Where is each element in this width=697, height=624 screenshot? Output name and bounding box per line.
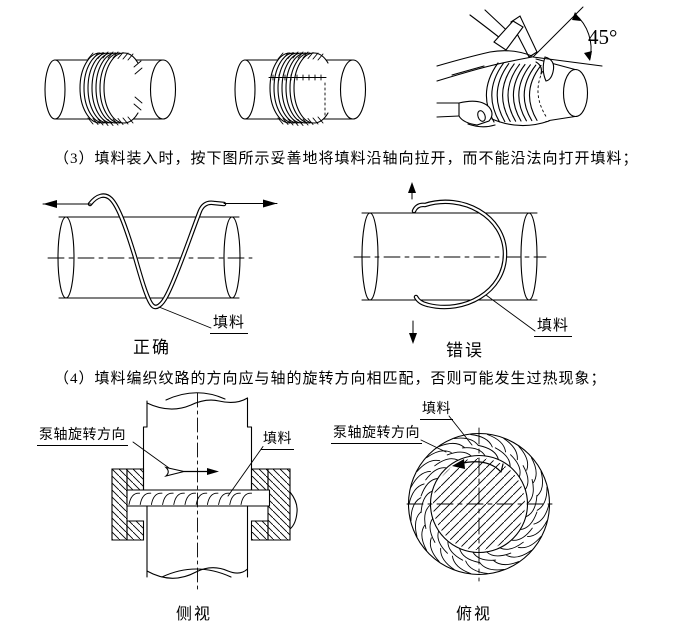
rotation-match-diagrams xyxy=(0,390,697,624)
angle-annotation: 45° xyxy=(533,7,617,66)
caption-correct: 正确 xyxy=(133,338,171,357)
packing-coil-diagrams: 45° xyxy=(0,0,617,150)
side-view-packing-label: 填料 xyxy=(261,428,294,450)
angle-value: 45° xyxy=(588,25,617,49)
side-view-rotation-label: 泵轴旋转方向 xyxy=(37,424,128,446)
caption-wrong: 错误 xyxy=(446,341,484,360)
shaft-rotation-arrow xyxy=(166,468,219,477)
top-view-packing-label: 填料 xyxy=(420,398,453,420)
axial-arrows xyxy=(43,199,277,208)
axial-cut-line xyxy=(269,75,326,117)
packing-label-wrong: 填料 xyxy=(534,314,573,337)
coil-on-shaft-diagram xyxy=(45,52,176,126)
cutting-45-diagram: 45° xyxy=(437,7,617,127)
caption-side-view: 侧视 xyxy=(176,606,213,623)
packing-braid-ring xyxy=(409,435,549,574)
pull-direction-diagrams xyxy=(0,182,697,344)
instruction-item-4: （4）填料编织纹路的方向应与轴的旋转方向相匹配，否则可能发生过热现象； xyxy=(54,371,607,387)
side-view-diagram xyxy=(112,393,297,589)
packing-braid-band xyxy=(129,493,252,504)
top-view-diagram xyxy=(407,416,552,581)
radial-pull-diagram xyxy=(354,182,546,344)
packing-label-correct: 填料 xyxy=(210,311,249,334)
axial-pull-diagram xyxy=(43,196,277,328)
top-view-rotation-label: 泵轴旋转方向 xyxy=(331,422,422,444)
caption-top-view: 俯视 xyxy=(456,606,493,623)
coil-cut-diagram xyxy=(235,52,366,126)
instruction-item-3: （3）填料装入时，按下图所示妥善地将填料沿轴向拉开，而不能沿法向打开填料； xyxy=(54,151,639,167)
radial-arrows xyxy=(408,182,417,344)
rotation-direction-arrow xyxy=(452,459,503,472)
